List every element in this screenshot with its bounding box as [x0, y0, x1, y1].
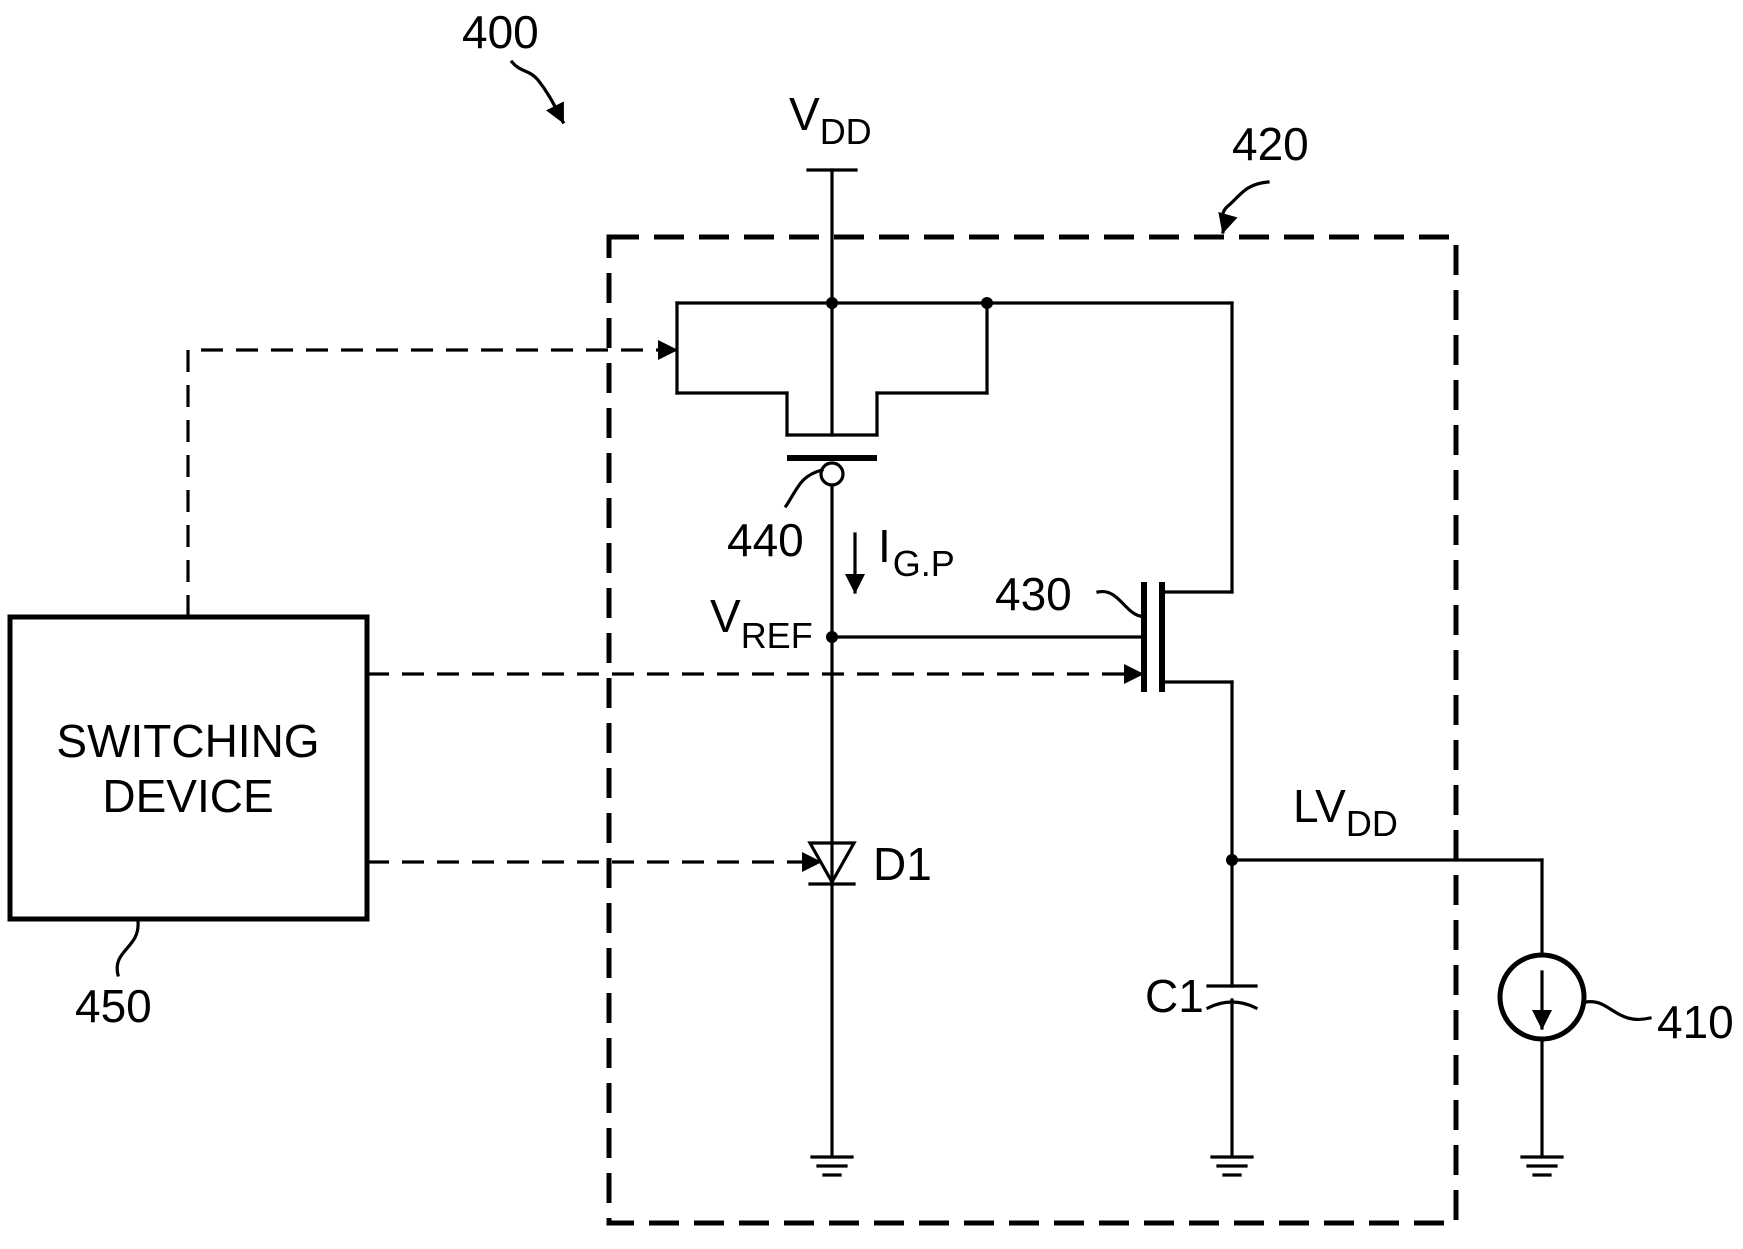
switching-device-label-line1: SWITCHING: [56, 715, 319, 767]
pmos-gate-bubble: [821, 463, 843, 485]
nmos-reference-label: 430: [995, 568, 1072, 620]
nmos-reference-leader: [1098, 592, 1140, 616]
vdd-junction-dot: [826, 297, 838, 309]
vref-label: VREF: [710, 590, 813, 656]
figure-reference-label: 400: [462, 6, 539, 58]
switching-device-label-line2: DEVICE: [102, 770, 273, 822]
current-source-reference-label: 410: [1657, 996, 1734, 1048]
regulator-reference-label: 420: [1232, 118, 1309, 170]
switching-device-reference-leader: [117, 922, 138, 975]
control-line-to-pmos-bulk: [188, 350, 676, 617]
switching-device-box: [10, 617, 367, 919]
igp-subscript: G.P: [893, 543, 955, 584]
vdd-label: VDD: [789, 88, 872, 152]
regulator-box: [609, 237, 1456, 1223]
vref-subscript: REF: [741, 615, 813, 656]
igp-label: IG.P: [878, 520, 955, 584]
ground-symbol-middle: [1212, 1157, 1252, 1175]
capacitor-label: C1: [1145, 970, 1204, 1022]
bulk-junction-dot: [981, 297, 993, 309]
diode-label: D1: [873, 838, 932, 890]
lvdd-subscript: DD: [1346, 803, 1398, 844]
current-source-reference-leader: [1586, 1002, 1650, 1020]
pmos-reference-label: 440: [727, 514, 804, 566]
pmos-reference-leader: [786, 470, 822, 506]
figure-reference-arrow: [512, 62, 563, 122]
ground-symbol-left: [812, 1157, 852, 1175]
switching-device-reference-label: 450: [75, 980, 152, 1032]
ground-symbol-right: [1522, 1157, 1562, 1175]
lvdd-label: LVDD: [1293, 780, 1398, 844]
regulator-reference-arrow: [1222, 182, 1268, 232]
vdd-subscript: DD: [820, 111, 872, 152]
